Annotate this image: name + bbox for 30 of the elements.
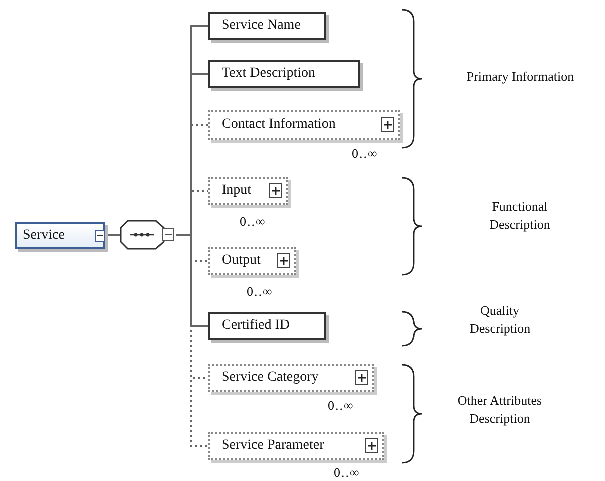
element-box xyxy=(208,12,326,40)
element-name: Output xyxy=(222,253,261,269)
element-name: Input xyxy=(222,183,252,199)
optional-element-box xyxy=(208,432,384,460)
cardinality-label: 0..∞ xyxy=(328,398,354,414)
sequence-compositor xyxy=(120,220,176,250)
element-name: Service Parameter xyxy=(222,438,324,454)
optional-element-box xyxy=(208,247,296,275)
element-box xyxy=(15,222,105,249)
dotted-connector xyxy=(176,234,208,447)
cardinality-label: 0..∞ xyxy=(352,146,378,162)
optional-element-box xyxy=(208,177,288,205)
optional-element-box xyxy=(208,364,374,392)
connector-line xyxy=(176,234,208,327)
group-label: Functional Description xyxy=(488,198,552,234)
element-name: Service Name xyxy=(222,18,301,34)
cardinality-label: 0..∞ xyxy=(334,465,360,481)
group-label: Primary Information xyxy=(466,68,576,86)
element-name: Certified ID xyxy=(222,318,290,334)
element-name: Text Description xyxy=(222,66,316,82)
element-box xyxy=(208,60,360,88)
cardinality-label: 0..∞ xyxy=(247,284,274,300)
group-label: Quality Description xyxy=(470,302,530,338)
cardinality-label: 0..∞ xyxy=(240,214,266,230)
element-name: Contact Information xyxy=(222,117,336,133)
optional-element-box xyxy=(208,110,400,140)
element-name: Service Category xyxy=(222,370,319,386)
element-name: Service xyxy=(23,228,65,244)
element-box xyxy=(208,312,326,340)
group-label: Other Attributes Description xyxy=(456,392,544,428)
